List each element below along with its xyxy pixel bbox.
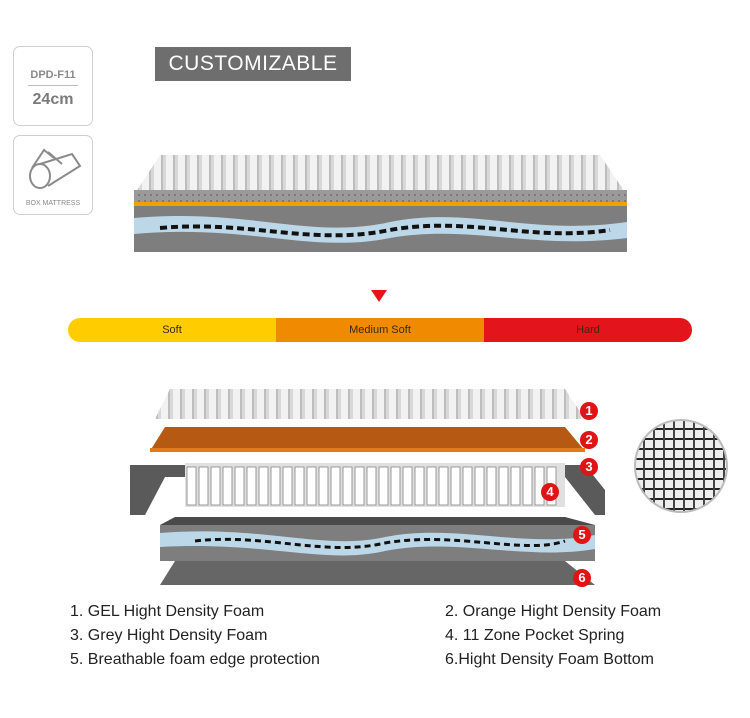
legend-item-6: 6.Hight Density Foam Bottom — [445, 651, 654, 668]
model-badge: DPD-F11 24cm — [13, 46, 93, 126]
box-mattress-badge: BOX MATTRESS — [13, 135, 93, 215]
firmness-hard: Hard — [484, 318, 692, 342]
mattress-illustration — [134, 155, 627, 252]
layer-marker-2: 2 — [580, 431, 598, 449]
badge-divider — [28, 85, 78, 86]
firmness-bar: Soft Medium Soft Hard — [68, 318, 692, 342]
legend-item-4: 4. 11 Zone Pocket Spring — [445, 627, 625, 644]
layer-marker-1: 1 — [580, 402, 598, 420]
layer-marker-3: 3 — [580, 458, 598, 476]
legend-item-5: 5. Breathable foam edge protection — [70, 651, 320, 668]
customizable-tag: CUSTOMIZABLE — [155, 47, 351, 81]
firmness-medium-soft: Medium Soft — [276, 318, 484, 342]
layer-marker-6: 6 — [573, 569, 591, 587]
rolled-mattress-icon — [29, 148, 82, 189]
exploded-layers — [130, 389, 605, 585]
legend-item-1: 1. GEL Hight Density Foam — [70, 603, 265, 620]
spring-closeup-image — [634, 419, 728, 513]
firmness-soft: Soft — [68, 318, 276, 342]
legend-item-3: 3. Grey Hight Density Foam — [70, 627, 268, 644]
mattress-height: 24cm — [32, 91, 74, 108]
box-mattress-label: BOX MATTRESS — [25, 200, 81, 207]
layer-marker-5: 5 — [573, 526, 591, 544]
model-code: DPD-F11 — [30, 69, 76, 81]
layer-marker-4: 4 — [541, 483, 559, 501]
firmness-indicator-icon — [371, 290, 387, 302]
legend-item-2: 2. Orange Hight Density Foam — [445, 603, 662, 620]
